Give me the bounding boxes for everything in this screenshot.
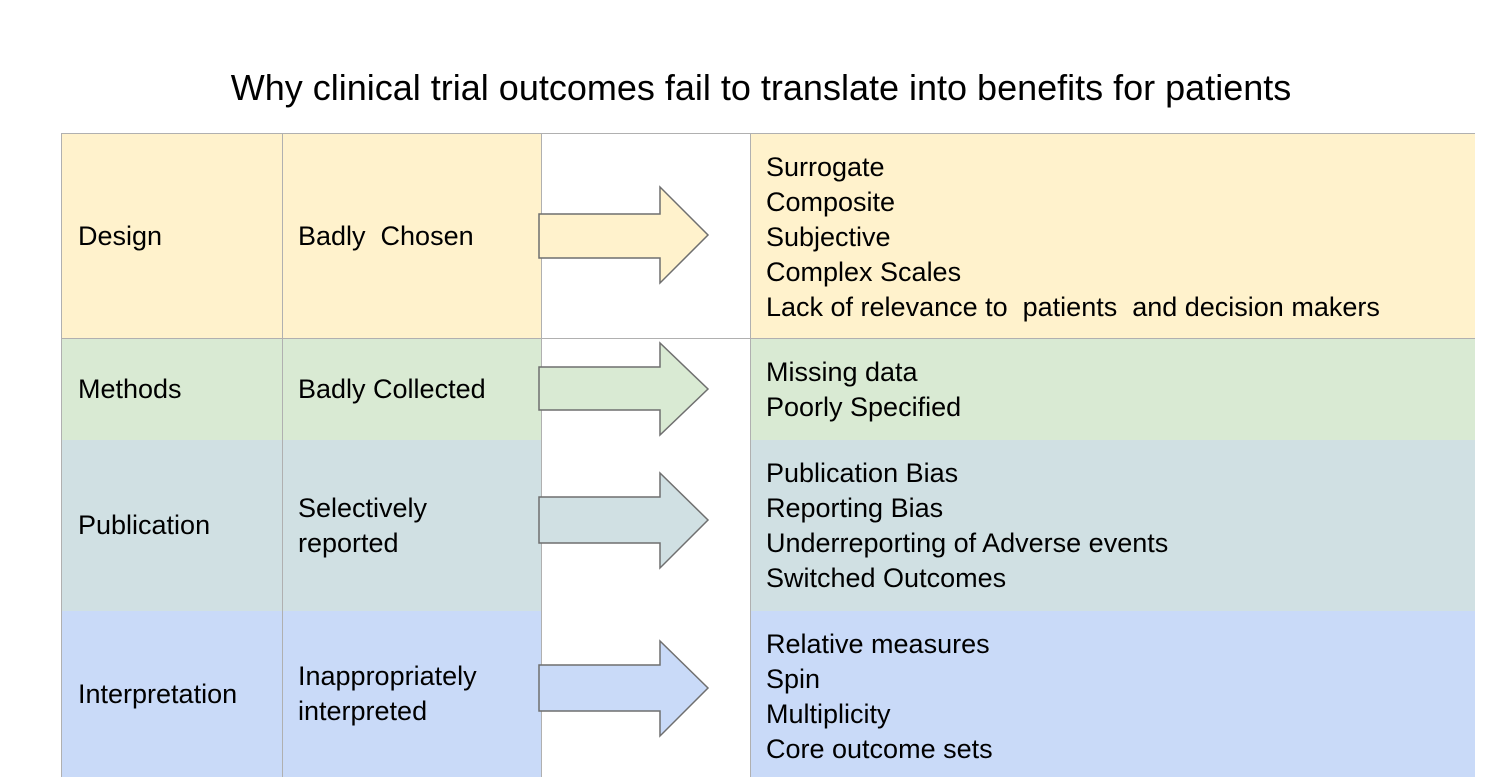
right-arrow-icon <box>538 639 710 738</box>
row-interpretation: Interpretation Inappropriately interpret… <box>61 611 1475 777</box>
issue-item: Lack of relevance to patients and decisi… <box>766 292 1380 322</box>
problem-cell: Badly Chosen <box>283 134 542 338</box>
row-publication: Publication Selectively reported Publica… <box>61 440 1475 612</box>
issue-item: Poorly Specified <box>766 392 962 422</box>
stage-cell: Interpretation <box>61 611 283 777</box>
issue-item: Underreporting of Adverse events <box>766 528 1169 558</box>
stage-cell: Publication <box>61 440 283 611</box>
row-methods: Methods Badly Collected Missing data Poo… <box>61 339 1475 441</box>
right-arrow-icon <box>538 185 710 285</box>
issue-item: Spin <box>766 664 821 694</box>
right-arrow-icon <box>538 341 710 437</box>
issue-item: Reporting Bias <box>766 493 944 523</box>
row-design: Design Badly Chosen Surrogate Composite … <box>61 133 1475 339</box>
issue-item: Publication Bias <box>766 458 959 488</box>
diagram-title: Why clinical trial outcomes fail to tran… <box>230 67 1292 108</box>
problem-cell: Inappropriately interpreted <box>283 611 542 777</box>
right-arrow-icon <box>538 471 710 570</box>
stage-label: Methods <box>78 374 182 404</box>
stage-cell: Design <box>61 134 283 338</box>
issue-item: Surrogate <box>766 152 885 182</box>
issues-cell: Relative measures Spin Multiplicity Core… <box>751 611 1475 777</box>
stage-label: Design <box>78 220 163 251</box>
problem-label: Selectively <box>298 492 428 523</box>
issue-item: Relative measures <box>766 629 990 659</box>
issue-item: Complex Scales <box>766 257 962 287</box>
issues-cell: Publication Bias Reporting Bias Underrep… <box>751 440 1475 611</box>
issue-item: Composite <box>766 187 896 217</box>
problem-cell: Badly Collected <box>283 339 542 440</box>
issue-item: Core outcome sets <box>766 734 993 764</box>
issues-cell: Surrogate Composite Subjective Complex S… <box>751 134 1475 338</box>
issues-cell: Missing data Poorly Specified <box>751 339 1475 440</box>
issue-item: Missing data <box>766 357 918 387</box>
issue-item: Subjective <box>766 222 891 252</box>
stage-label: Interpretation <box>78 678 238 709</box>
stage-cell: Methods <box>61 339 283 440</box>
problem-label: Badly Chosen <box>298 220 474 251</box>
stage-label: Publication <box>78 510 211 540</box>
problem-label: Badly Collected <box>298 374 486 404</box>
outcomes-table: Design Badly Chosen Surrogate Composite … <box>61 133 1475 777</box>
problem-cell: Selectively reported <box>283 440 542 611</box>
issue-item: Switched Outcomes <box>766 563 1007 593</box>
issue-item: Multiplicity <box>766 699 891 729</box>
problem-label: interpreted <box>298 696 428 726</box>
problem-label: Inappropriately <box>298 661 477 691</box>
problem-label: reported <box>298 527 399 558</box>
